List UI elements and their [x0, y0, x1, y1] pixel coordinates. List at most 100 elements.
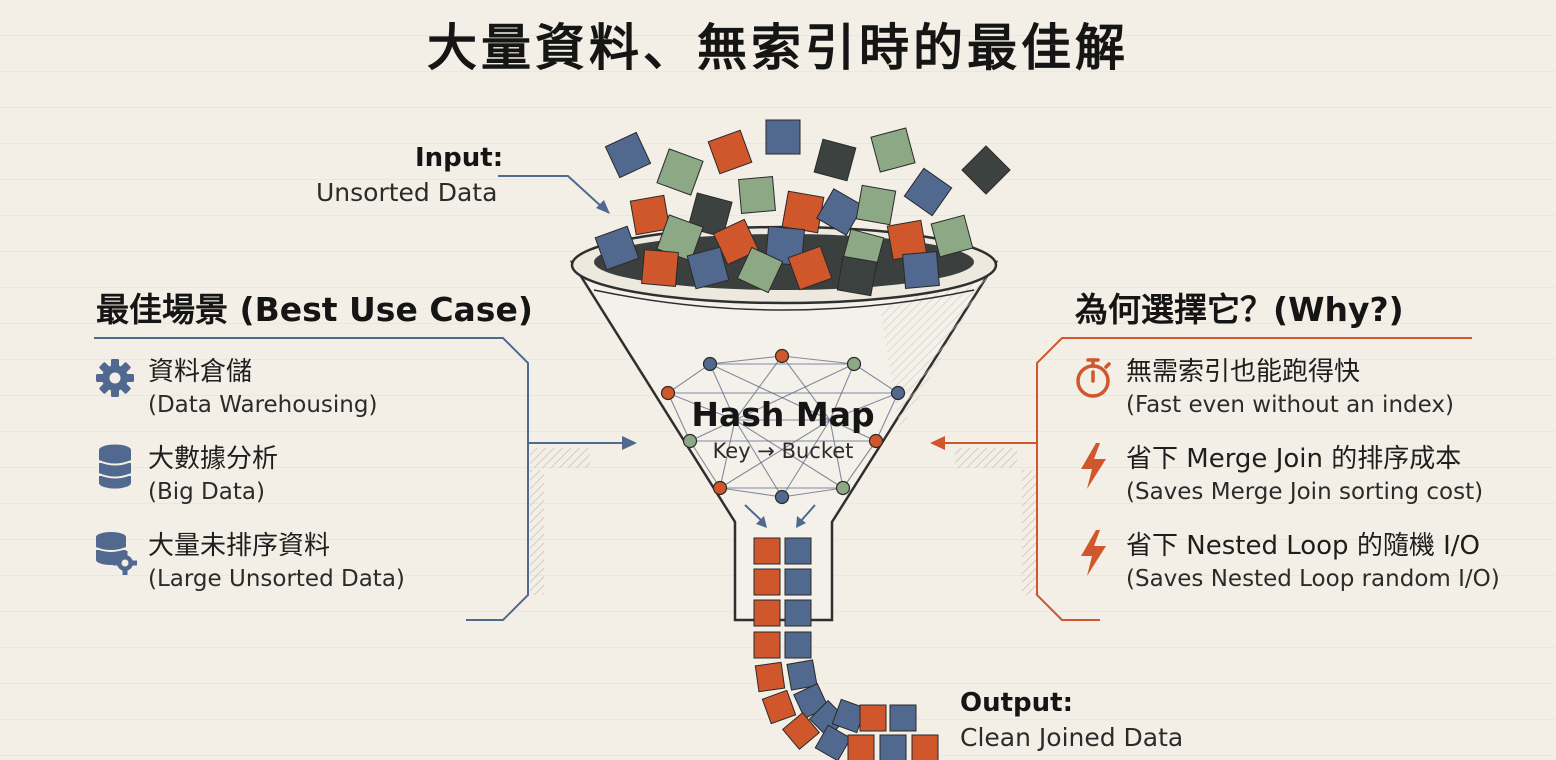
output-block: [784, 537, 812, 565]
data-block: [604, 131, 652, 179]
database-gear-icon: [95, 532, 137, 575]
why-item-1: 無需索引也能跑得快 (Fast even without an index): [1126, 355, 1454, 421]
hash-network: [660, 348, 906, 505]
use-case-item-2: 大數據分析 (Big Data): [148, 442, 278, 508]
input-data-blocks: [594, 119, 1011, 297]
right-heading: 為何選擇它？(Why?): [1075, 290, 1404, 329]
hash-edge: [734, 363, 855, 421]
hash-node: [890, 385, 906, 401]
hash-edge: [875, 392, 899, 442]
hash-edge: [689, 440, 721, 489]
hash-node: [774, 489, 790, 505]
output-block: [814, 724, 852, 760]
stopwatch-icon: [1076, 358, 1111, 398]
hash-node: [660, 385, 676, 401]
data-block: [707, 129, 753, 175]
output-block: [781, 711, 821, 751]
why-item-2-en: (Saves Merge Join sorting cost): [1126, 479, 1484, 505]
hash-node: [774, 348, 790, 364]
lightning-icon: [1081, 443, 1106, 489]
data-block: [902, 251, 940, 289]
use-case-item-1: 資料倉儲 (Data Warehousing): [148, 355, 377, 421]
input-label: Input:: [415, 143, 504, 173]
data-block: [738, 176, 776, 214]
output-block: [753, 568, 781, 596]
data-block: [836, 255, 878, 297]
use-case-item-3: 大量未排序資料 (Large Unsorted Data): [148, 529, 405, 595]
hashmap-title: Hash Map: [691, 395, 874, 434]
gear-icon: [96, 359, 134, 397]
hash-edge: [829, 419, 844, 489]
output-block: [753, 599, 781, 627]
hash-edge: [734, 419, 844, 489]
hash-edge: [781, 355, 831, 421]
hash-edge: [667, 363, 711, 394]
hash-node: [702, 356, 718, 372]
data-block: [781, 190, 825, 234]
database-icon: [98, 444, 132, 489]
down-arrows: [744, 504, 816, 528]
data-block: [903, 167, 953, 217]
output-block: [889, 704, 917, 732]
hash-edge: [781, 419, 831, 498]
why-item-3-zh: 省下 Nested Loop 的隨機 I/O: [1126, 531, 1480, 561]
use-case-item-2-en: (Big Data): [148, 479, 265, 505]
use-case-item-3-en: (Large Unsorted Data): [148, 566, 405, 592]
hash-edge: [829, 419, 877, 442]
output-block: [879, 734, 907, 760]
use-case-item-3-zh: 大量未排序資料: [148, 531, 331, 561]
hash-node: [712, 480, 728, 496]
data-block: [686, 246, 730, 290]
output-block: [784, 568, 812, 596]
left-bracket: [94, 337, 637, 621]
hash-edge: [734, 419, 783, 498]
output-block: [761, 689, 797, 725]
hash-edge: [719, 419, 831, 489]
hashmap-subtitle: Key → Bucket: [713, 439, 854, 463]
input-arrow: [498, 175, 604, 209]
lightning-icon: [1081, 530, 1106, 576]
use-case-item-1-zh: 資料倉儲: [148, 357, 253, 387]
use-case-item-1-en: (Data Warehousing): [148, 392, 378, 418]
hash-node: [835, 480, 851, 496]
why-item-2: 省下 Merge Join 的排序成本 (Saves Merge Join so…: [1126, 442, 1483, 508]
hash-edge: [829, 392, 899, 421]
data-block: [641, 249, 679, 287]
why-item-1-zh: 無需索引也能跑得快: [1126, 357, 1361, 387]
hash-edge: [719, 419, 736, 489]
data-block: [930, 214, 974, 258]
hash-edge: [709, 363, 736, 421]
input-arrow-head: [596, 200, 610, 214]
hash-edge: [781, 355, 855, 365]
page-title: 大量資料、無索引時的最佳解: [427, 19, 1129, 77]
hash-edge: [853, 363, 899, 394]
hash-edge: [709, 355, 783, 365]
data-block: [787, 245, 833, 291]
output-data-blocks: [753, 537, 939, 760]
output-label: Output:: [960, 688, 1073, 718]
use-case-item-2-zh: 大數據分析: [148, 444, 279, 474]
output-block: [784, 599, 812, 627]
output-block: [847, 734, 875, 760]
input-desc: Unsorted Data: [316, 178, 498, 207]
data-block: [816, 188, 864, 236]
hash-node: [846, 356, 862, 372]
hash-edge: [781, 487, 844, 498]
hash-edge: [829, 363, 855, 421]
hash-edge: [719, 487, 783, 498]
hash-edge: [667, 392, 691, 442]
data-block: [813, 138, 857, 182]
why-item-2-zh: 省下 Merge Join 的排序成本: [1126, 444, 1462, 474]
output-block: [784, 631, 812, 659]
hash-edge: [667, 392, 736, 421]
why-item-3: 省下 Nested Loop 的隨機 I/O (Saves Nested Loo…: [1126, 529, 1500, 595]
hash-node: [682, 433, 698, 449]
hash-edge: [689, 419, 736, 442]
data-block: [855, 184, 897, 226]
hash-edge: [842, 440, 877, 489]
output-block: [911, 734, 939, 760]
output-block: [786, 659, 818, 691]
output-block: [859, 704, 887, 732]
output-block: [753, 537, 781, 565]
data-block: [594, 225, 640, 271]
